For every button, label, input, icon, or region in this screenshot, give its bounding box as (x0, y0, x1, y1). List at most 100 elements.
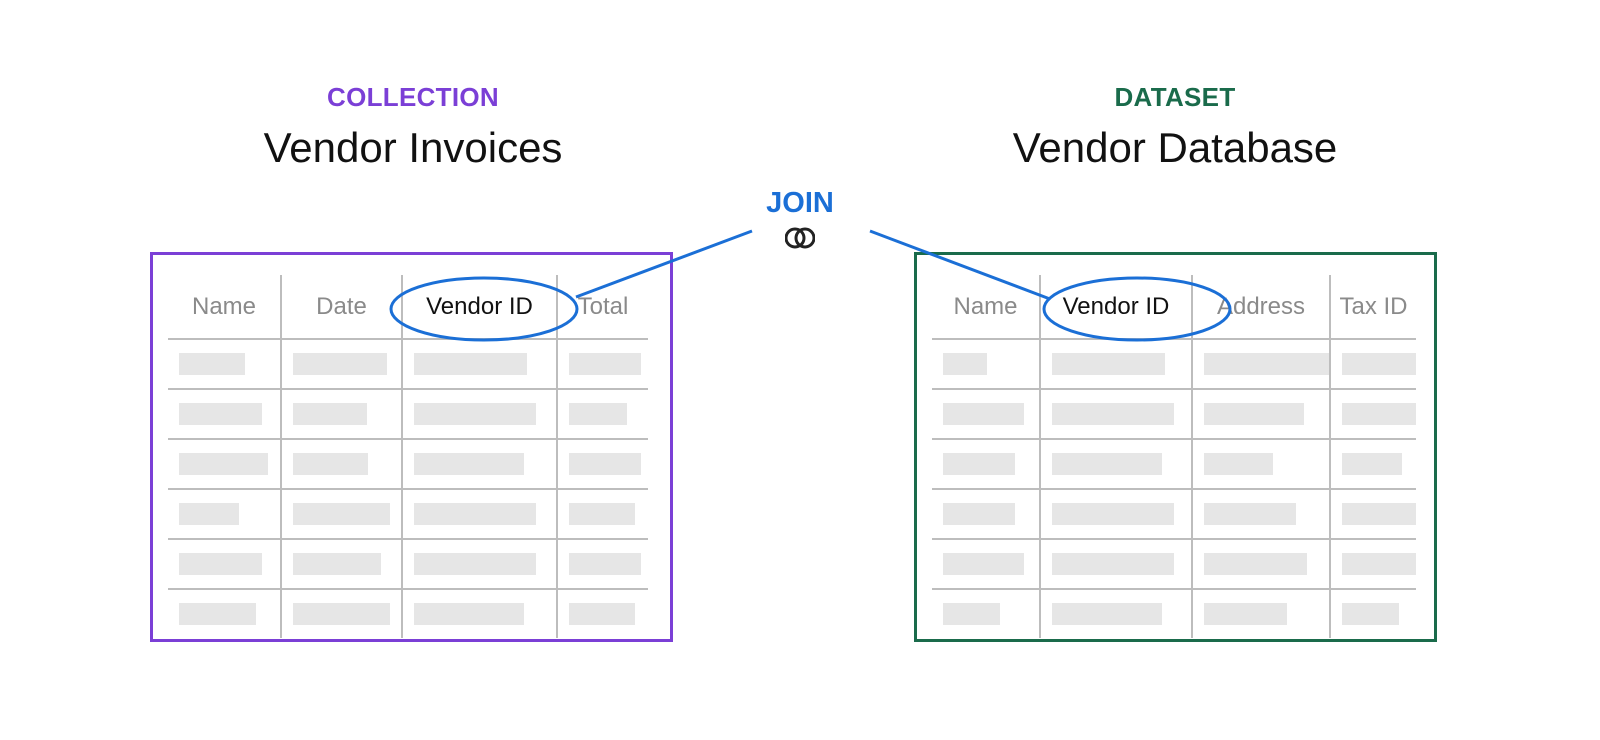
collection-placeholder-row (168, 389, 648, 440)
dataset-table-frame: Name Vendor ID Address Tax ID (914, 252, 1437, 642)
dataset-placeholder-cell (1039, 489, 1192, 540)
dataset-placeholder-row (932, 589, 1416, 638)
dataset-title: Vendor Database (1012, 124, 1338, 171)
placeholder-bar (293, 353, 387, 375)
placeholder-bar (569, 453, 641, 475)
collection-placeholder-cell (556, 539, 648, 590)
placeholder-bar (1204, 503, 1296, 525)
dataset-placeholder-cell (932, 439, 1040, 490)
placeholder-bar (943, 503, 1015, 525)
placeholder-bar (1342, 503, 1416, 525)
collection-placeholder-cell (280, 489, 402, 540)
dataset-placeholder-cell (932, 539, 1040, 590)
placeholder-bar (179, 553, 262, 575)
placeholder-bar (943, 553, 1024, 575)
collection-placeholder-cell (280, 339, 402, 390)
collection-placeholder-row (168, 489, 648, 540)
placeholder-bar (293, 553, 381, 575)
dataset-placeholder-cell (1191, 389, 1330, 440)
placeholder-bar (1342, 353, 1416, 375)
placeholder-bar (1204, 453, 1273, 475)
placeholder-bar (179, 503, 239, 525)
placeholder-bar (414, 553, 536, 575)
join-label: JOIN (766, 187, 834, 219)
placeholder-bar (1204, 603, 1287, 625)
dataset-placeholder-cell (1191, 439, 1330, 490)
placeholder-bar (179, 453, 268, 475)
collection-table-frame: Name Date Vendor ID Total (150, 252, 673, 642)
dataset-table: Name Vendor ID Address Tax ID (932, 275, 1416, 638)
placeholder-bar (293, 453, 368, 475)
dataset-placeholder-cell (1039, 389, 1192, 440)
dataset-placeholder-cell (1329, 539, 1416, 590)
placeholder-bar (414, 353, 527, 375)
collection-placeholder-cell (168, 589, 281, 638)
collection-placeholder-row (168, 539, 648, 590)
placeholder-bar (414, 603, 524, 625)
placeholder-bar (293, 503, 390, 525)
dataset-placeholder-cell (1039, 339, 1192, 390)
collection-placeholder-row (168, 439, 648, 490)
placeholder-bar (179, 603, 256, 625)
dataset-column-header: Tax ID (1329, 275, 1416, 340)
collection-placeholder-cell (556, 589, 648, 638)
placeholder-bar (1052, 603, 1162, 625)
collection-placeholder-cell (168, 489, 281, 540)
placeholder-bar (569, 553, 641, 575)
collection-placeholder-row (168, 589, 648, 638)
dataset-placeholder-cell (1191, 339, 1330, 390)
collection-placeholder-cell (280, 589, 402, 638)
dataset-placeholder-row (932, 339, 1416, 390)
collection-key-column-header: Vendor ID (401, 275, 557, 340)
dataset-placeholder-cell (1329, 339, 1416, 390)
collection-placeholder-cell (401, 339, 557, 390)
dataset-placeholder-cell (932, 589, 1040, 638)
collection-placeholder-cell (168, 389, 281, 440)
dataset-placeholder-cell (1039, 439, 1192, 490)
placeholder-bar (1052, 353, 1165, 375)
placeholder-bar (1342, 553, 1416, 575)
collection-placeholder-cell (401, 589, 557, 638)
placeholder-bar (414, 453, 524, 475)
collection-placeholder-cell (556, 489, 648, 540)
dataset-column-header: Name (932, 275, 1040, 340)
collection-title: Vendor Invoices (263, 124, 563, 171)
collection-placeholder-cell (401, 539, 557, 590)
collection-label: COLLECTION (327, 82, 499, 112)
placeholder-bar (1052, 503, 1174, 525)
placeholder-bar (179, 353, 245, 375)
dataset-label: DATASET (1114, 82, 1236, 112)
placeholder-bar (1342, 603, 1399, 625)
placeholder-bar (414, 403, 536, 425)
placeholder-bar (943, 353, 987, 375)
collection-placeholder-cell (401, 439, 557, 490)
placeholder-bar (943, 603, 1000, 625)
collection-placeholder-cell (280, 439, 402, 490)
placeholder-bar (569, 353, 641, 375)
dataset-placeholder-cell (1329, 589, 1416, 638)
dataset-placeholder-cell (1329, 389, 1416, 440)
placeholder-bar (1204, 403, 1304, 425)
collection-placeholder-cell (168, 339, 281, 390)
placeholder-bar (1052, 553, 1174, 575)
placeholder-bar (1052, 453, 1162, 475)
dataset-placeholder-cell (1039, 589, 1192, 638)
dataset-placeholder-cell (1329, 489, 1416, 540)
collection-placeholder-row (168, 339, 648, 390)
collection-placeholder-cell (168, 439, 281, 490)
placeholder-bar (569, 603, 635, 625)
dataset-placeholder-cell (932, 489, 1040, 540)
collection-placeholder-cell (280, 389, 402, 440)
dataset-placeholder-row (932, 389, 1416, 440)
placeholder-bar (1342, 453, 1402, 475)
dataset-placeholder-row (932, 539, 1416, 590)
collection-placeholder-cell (556, 389, 648, 440)
placeholder-bar (943, 453, 1015, 475)
placeholder-bar (1052, 403, 1174, 425)
placeholder-bar (569, 503, 635, 525)
placeholder-bar (1204, 353, 1329, 375)
placeholder-bar (943, 403, 1024, 425)
placeholder-bar (414, 503, 536, 525)
placeholder-bar (569, 403, 627, 425)
collection-placeholder-cell (556, 339, 648, 390)
